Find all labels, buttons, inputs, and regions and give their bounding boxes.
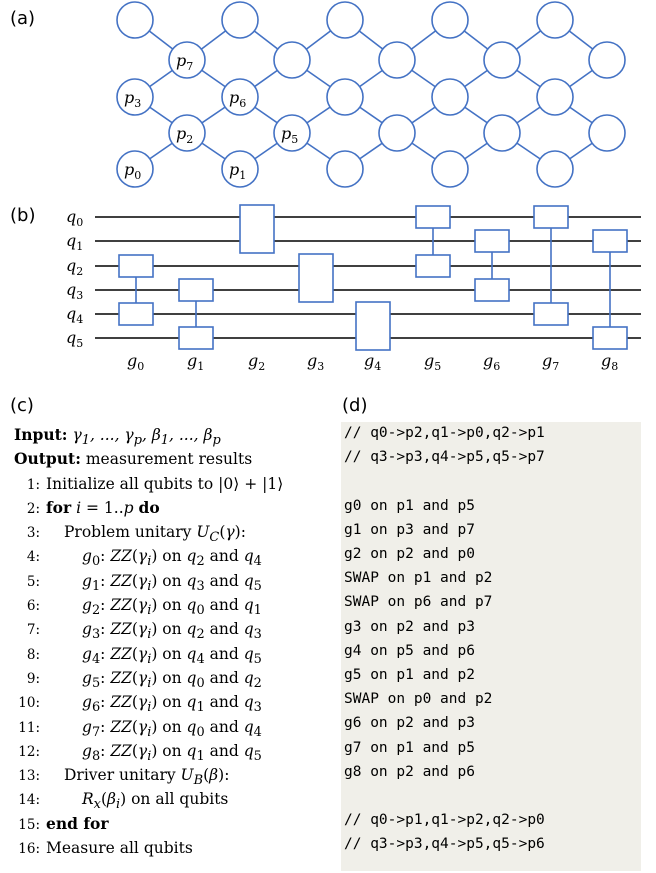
qubit-label-q2: q2 (66, 256, 83, 278)
lattice-node (116, 1, 154, 39)
lattice-node (483, 114, 521, 152)
qubit-label-q1: q1 (66, 231, 83, 253)
code-line: g8 on p2 and p6 (344, 763, 475, 780)
panel-label-b: (b) (10, 205, 36, 226)
lattice-node (221, 78, 259, 116)
panel-label-a: (a) (10, 8, 36, 29)
gate-g5 (415, 205, 451, 278)
lattice-node (536, 78, 574, 116)
input-label: Input: (14, 425, 68, 444)
lattice-node (588, 114, 626, 152)
code-line: g7 on p1 and p5 (344, 739, 475, 756)
algo-line: 16:Measure all qubits (18, 839, 193, 858)
gate-g2 (239, 204, 275, 254)
lattice-node (116, 150, 154, 188)
gate-g7 (533, 205, 569, 326)
algo-line: 4:g0: ZZ(γi) on q2 and q4 (26, 547, 262, 570)
code-line: g0 on p1 and p5 (344, 497, 475, 514)
algo-line: 1:Initialize all qubits to |0⟩ + |1⟩ (26, 474, 284, 493)
gate-label-g5: g5 (424, 351, 441, 373)
lattice-node (483, 41, 521, 79)
lattice-node (536, 1, 574, 39)
gate-label-g2: g2 (248, 351, 265, 373)
lattice-node (326, 78, 364, 116)
algo-line: 6:g2: ZZ(γi) on q0 and q1 (26, 596, 262, 619)
output-text: measurement results (85, 450, 253, 469)
qubit-label-q4: q4 (66, 304, 83, 326)
code-line: // q0->p1,q1->p2,q2->p0 (344, 812, 545, 829)
code-line: SWAP on p1 and p2 (344, 570, 493, 587)
algo-line: 8:g4: ZZ(γi) on q4 and q5 (26, 644, 262, 667)
panel-label-d: (d) (342, 395, 368, 416)
lattice-node (431, 78, 469, 116)
algo-line: 15:end for (18, 813, 109, 833)
algo-output-row: Output: measurement results (14, 447, 344, 471)
algo-line: 9:g5: ZZ(γi) on q0 and q2 (26, 668, 262, 692)
lattice-node (116, 78, 154, 116)
output-label: Output: (14, 449, 81, 469)
code-line: SWAP on p0 and p2 (344, 691, 493, 708)
code-line: // q3->p3,q4->p5,q5->p7 (344, 449, 545, 466)
lattice-node (378, 114, 416, 152)
algo-line: 7:g3: ZZ(γi) on q2 and q3 (26, 620, 262, 643)
algo-line: 13:Driver unitary UB(β): (18, 766, 230, 789)
lattice-node (221, 1, 259, 39)
lattice-node (168, 41, 206, 79)
code-line: g1 on p3 and p7 (344, 521, 475, 538)
code-line: g6 on p2 and p3 (344, 715, 475, 732)
algo-line: 14:Rx(βi) on all qubits (18, 790, 229, 813)
qaoa-algorithm: Input: γ1, ..., γp, β1, ..., βp Output: … (14, 423, 344, 860)
code-line: g2 on p2 and p0 (344, 546, 475, 562)
compiled-code-listing: // q0->p2,q1->p0,q2->p1 // q3->p3,q4->p5,… (341, 422, 641, 871)
qubit-label-q5: q5 (66, 328, 83, 350)
algo-line: 3:Problem unitary UC(γ): (26, 523, 246, 546)
code-line: g5 on p1 and p2 (344, 667, 475, 683)
lattice-node (588, 41, 626, 79)
lattice-node (168, 114, 206, 152)
code-line: // q3->p3,q4->p5,q5->p6 (344, 836, 545, 853)
lattice-node (273, 114, 311, 152)
lattice-node (326, 150, 364, 188)
lattice-node (536, 150, 574, 188)
gate-label-g8: g8 (601, 351, 618, 373)
gate-label-g1: g1 (187, 351, 204, 373)
algo-line: 12:g8: ZZ(γi) on q1 and q5 (18, 741, 262, 764)
algo-line: 10:g6: ZZ(γi) on q1 and q3 (18, 693, 262, 716)
gate-label-g7: g7 (542, 351, 559, 373)
gate-label-g6: g6 (483, 351, 500, 373)
code-line: g3 on p2 and p3 (344, 618, 475, 635)
gate-g8 (592, 229, 628, 350)
algo-input-row: Input: γ1, ..., γp, β1, ..., βp (14, 423, 344, 449)
gate-label-g3: g3 (307, 351, 324, 373)
code-line: g4 on p5 and p6 (344, 642, 475, 659)
algo-line: 11:g7: ZZ(γi) on q0 and q4 (18, 717, 262, 740)
panel-label-c: (c) (10, 395, 34, 416)
gate-g1 (178, 278, 214, 350)
lattice-node (378, 41, 416, 79)
lattice-node (326, 1, 364, 39)
qubit-label-q0: q0 (66, 207, 83, 229)
code-line: // q0->p2,q1->p0,q2->p1 (344, 425, 545, 441)
lattice-node (273, 41, 311, 79)
gate-label-g4: g4 (364, 351, 381, 373)
qubit-label-q3: q3 (66, 280, 83, 302)
gate-g3 (298, 253, 334, 303)
lattice-node (221, 150, 259, 188)
gate-g4 (355, 301, 391, 351)
algo-line: 5:g1: ZZ(γi) on q3 and q5 (26, 571, 262, 594)
gate-label-g0: g0 (127, 351, 144, 373)
input-params: γ1, ..., γp, β1, ..., βp (72, 426, 221, 449)
gate-g6 (474, 229, 510, 302)
gate-g0 (118, 254, 154, 326)
code-line: SWAP on p6 and p7 (344, 594, 493, 611)
lattice-node (431, 1, 469, 39)
algo-line: 2:for i = 1..p do (26, 497, 160, 517)
lattice-node (431, 150, 469, 188)
